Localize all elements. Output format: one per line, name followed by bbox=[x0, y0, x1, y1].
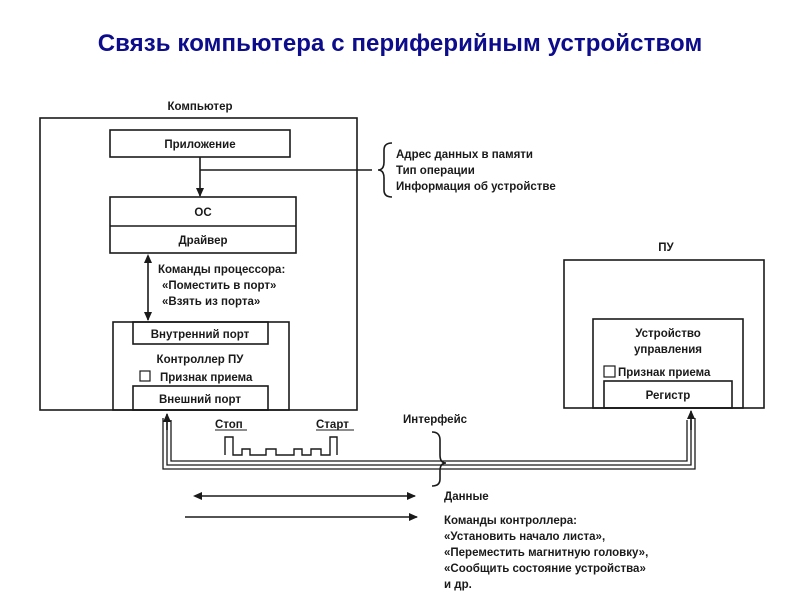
application-label: Приложение bbox=[164, 139, 235, 151]
slide-title: Связь компьютера с периферийным устройст… bbox=[97, 30, 703, 57]
interface-brace bbox=[431, 431, 447, 487]
register-label: Регистр bbox=[646, 390, 691, 402]
driver-label: Драйвер bbox=[178, 235, 227, 247]
call-params-brace bbox=[377, 142, 393, 198]
peripheral-label: ПУ bbox=[658, 242, 674, 254]
internal-port-label: Внутренний порт bbox=[151, 329, 250, 341]
start-label: Старт bbox=[316, 419, 349, 431]
os-driver-box bbox=[109, 196, 297, 254]
control-unit-label-2: управления bbox=[634, 344, 702, 356]
interface-label: Интерфейс bbox=[403, 414, 468, 426]
controller-command-3: «Сообщить состояние устройства» bbox=[444, 563, 646, 575]
receive-flag-checkbox bbox=[139, 370, 151, 382]
call-param-operation: Тип операции bbox=[396, 165, 475, 177]
call-param-address: Адрес данных в памяти bbox=[396, 149, 533, 161]
processor-commands-heading: Команды процессора: bbox=[158, 264, 285, 276]
controller-commands-heading: Команды контроллера: bbox=[444, 515, 577, 527]
external-port-label: Внешний порт bbox=[159, 394, 241, 406]
os-label: ОС bbox=[194, 207, 211, 219]
controller-command-2: «Переместить магнитную головку», bbox=[444, 547, 648, 559]
pu-receive-flag-checkbox bbox=[603, 365, 616, 378]
data-legend-label: Данные bbox=[444, 491, 489, 503]
control-unit-label-1: Устройство bbox=[635, 328, 701, 340]
stop-label: Стоп bbox=[215, 419, 243, 431]
processor-command-get: «Взять из порта» bbox=[162, 296, 260, 308]
external-port-box bbox=[132, 385, 269, 411]
controller-command-1: «Установить начало листа», bbox=[444, 531, 605, 543]
signal-waveform bbox=[224, 436, 338, 456]
controller-command-etc: и др. bbox=[444, 579, 472, 591]
receive-flag-label: Признак приема bbox=[160, 372, 253, 384]
controller-label: Контроллер ПУ bbox=[157, 354, 245, 366]
pu-receive-flag-label: Признак приема bbox=[618, 367, 711, 379]
interface-bus bbox=[162, 418, 696, 470]
register-box bbox=[603, 380, 733, 409]
computer-label: Компьютер bbox=[167, 101, 232, 113]
processor-command-put: «Поместить в порт» bbox=[162, 280, 276, 292]
internal-port-box bbox=[132, 321, 269, 345]
call-param-device-info: Информация об устройстве bbox=[396, 181, 556, 193]
